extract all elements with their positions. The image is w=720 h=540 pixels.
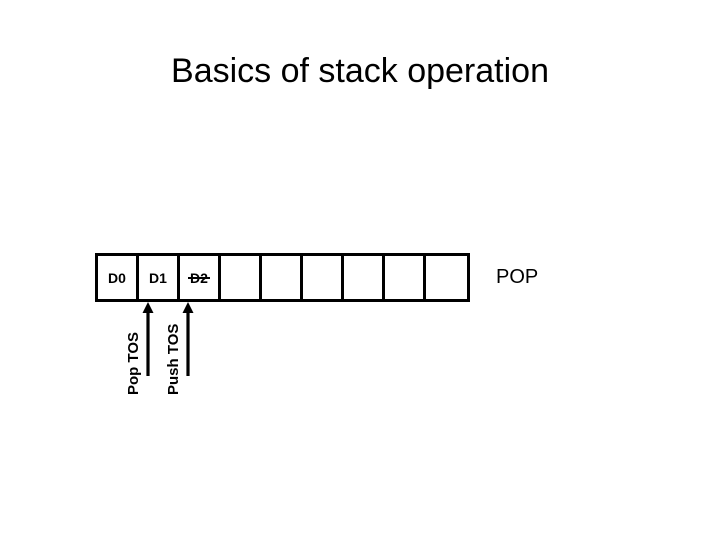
stack-cell-label: D0 xyxy=(108,269,126,286)
stack-cell-label: D1 xyxy=(149,269,167,286)
stack-cell-0: D0 xyxy=(98,256,139,299)
pointer-label-pop-tos: Pop TOS xyxy=(125,331,142,395)
pointer-label-push-tos: Push TOS xyxy=(165,323,182,395)
stack-cell-5 xyxy=(303,256,344,299)
stack-cell-8 xyxy=(426,256,467,299)
up-arrow-icon-push-tos xyxy=(181,302,195,376)
stack-cell-label-struck: D2 xyxy=(190,269,208,286)
stack-cell-6 xyxy=(344,256,385,299)
up-arrow-icon-pop-tos xyxy=(141,302,155,376)
stack-cell-7 xyxy=(385,256,426,299)
stack-row: D0 D1 D2 xyxy=(95,253,470,302)
page-title: Basics of stack operation xyxy=(171,52,549,90)
stack-cell-1: D1 xyxy=(139,256,180,299)
stack-cell-4 xyxy=(262,256,303,299)
stack-cell-3 xyxy=(221,256,262,299)
pop-caption: POP xyxy=(496,266,539,288)
stack-cell-2: D2 xyxy=(180,256,221,299)
